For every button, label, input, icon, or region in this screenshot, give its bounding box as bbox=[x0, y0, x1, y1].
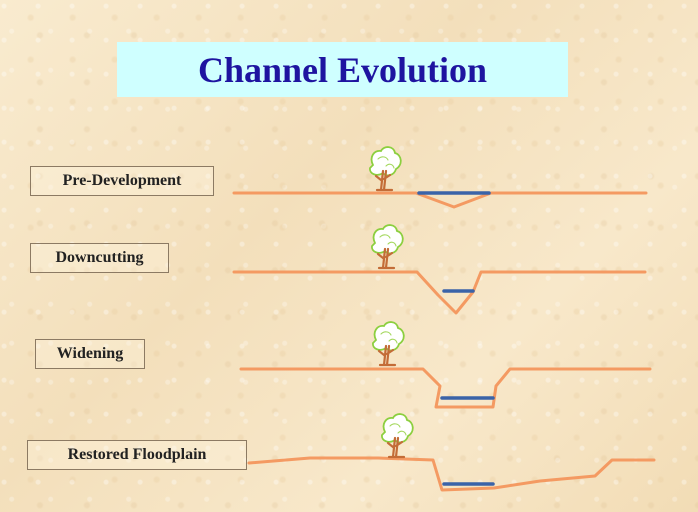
stage-label-pre-development: Pre-Development bbox=[30, 166, 214, 196]
stage-label-downcutting: Downcutting bbox=[30, 243, 169, 273]
pre-development-ground-line bbox=[232, 191, 648, 209]
widening-diagram bbox=[239, 320, 652, 409]
downcutting-diagram bbox=[232, 223, 647, 315]
stage-label-widening: Widening bbox=[35, 339, 145, 369]
tree-icon bbox=[368, 145, 402, 192]
tree-icon bbox=[371, 320, 405, 367]
downcutting-ground-line bbox=[232, 270, 647, 315]
restored-floodplain-ground-line bbox=[247, 456, 656, 492]
pre-development-diagram bbox=[232, 145, 648, 209]
title-box: Channel Evolution bbox=[117, 42, 568, 97]
tree-icon bbox=[370, 223, 404, 270]
page-title: Channel Evolution bbox=[197, 49, 488, 90]
tree-icon bbox=[380, 412, 414, 459]
stage-label-restored-floodplain: Restored Floodplain bbox=[27, 440, 247, 470]
restored-floodplain-diagram bbox=[247, 412, 656, 492]
widening-ground-line bbox=[239, 367, 652, 409]
